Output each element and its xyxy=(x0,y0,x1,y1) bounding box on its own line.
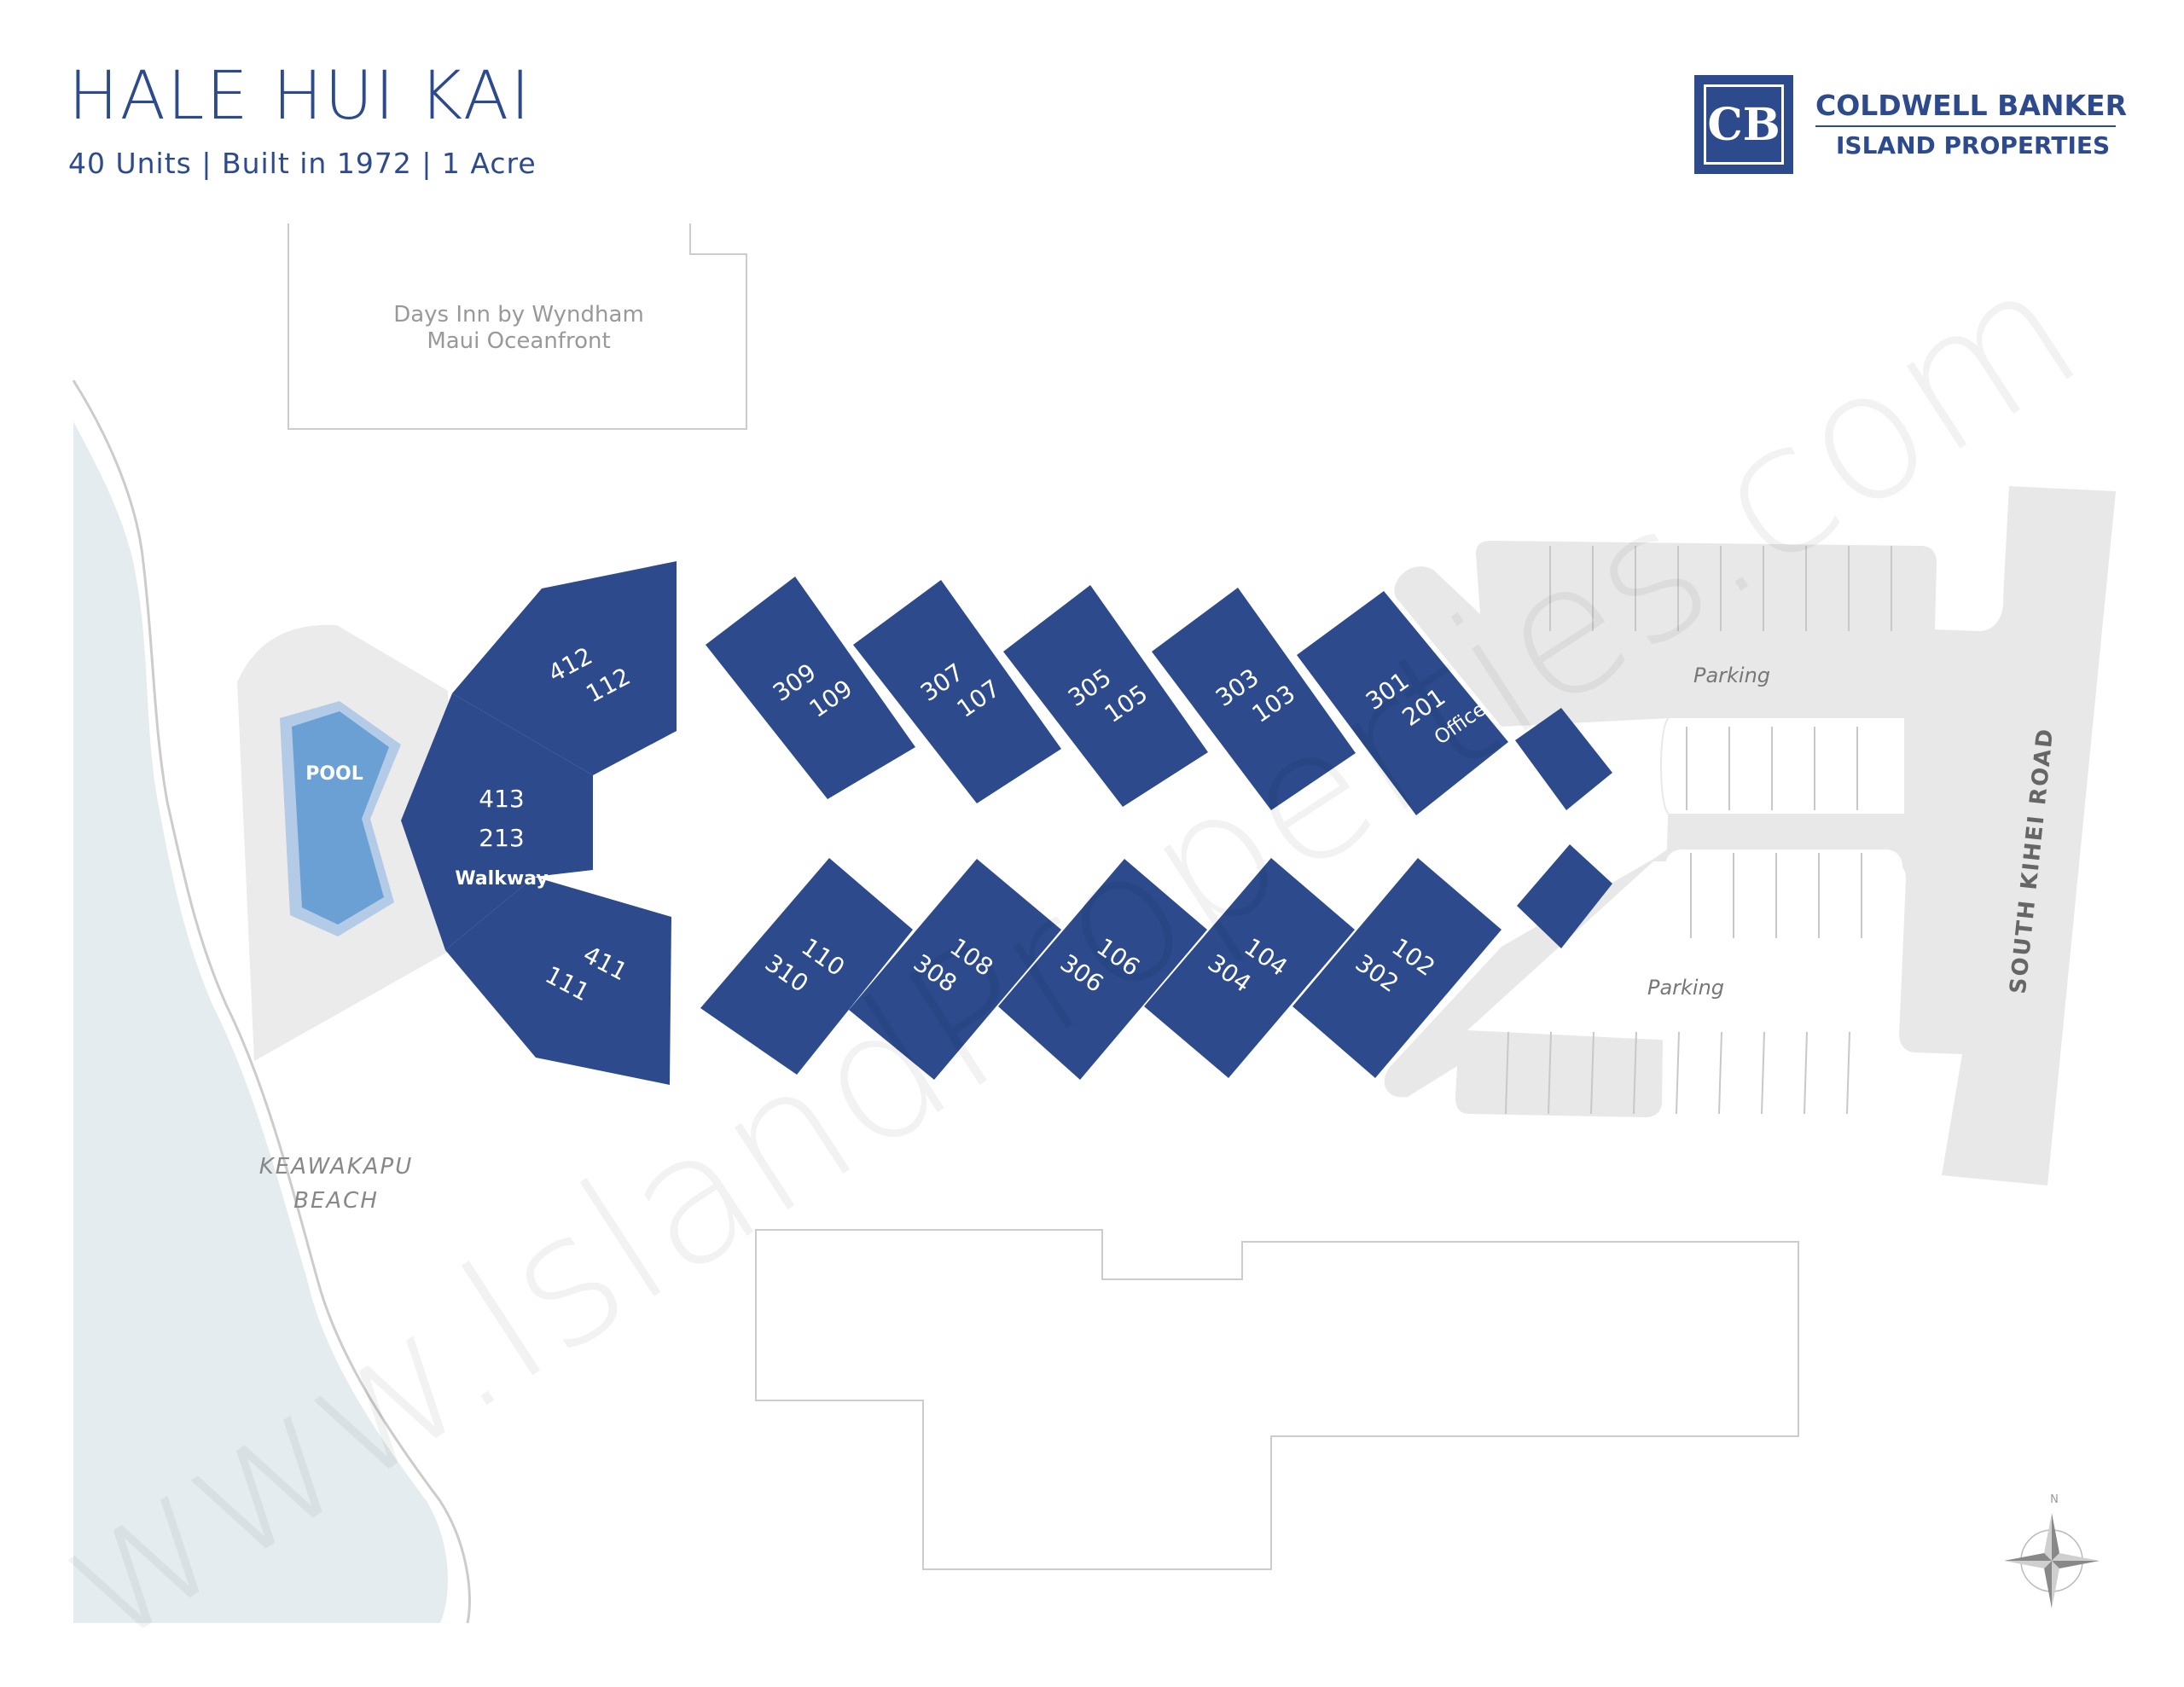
pool-label: POOL xyxy=(305,763,363,785)
building-106-306 xyxy=(998,859,1207,1080)
logo-mark: CB xyxy=(1704,84,1784,165)
parking-label-north: Parking xyxy=(1693,664,1770,687)
beach-label-line1: KEAWAKAPU xyxy=(259,1154,414,1180)
neighbor-building-north xyxy=(288,223,747,430)
building-309-109 xyxy=(706,577,915,799)
brand-name-line1: COLDWELL BANKER xyxy=(1815,89,2128,122)
compass-rose-icon: N xyxy=(2004,1493,2100,1609)
building-411-111 xyxy=(445,877,671,1085)
ocean xyxy=(73,421,449,1623)
pool xyxy=(292,711,389,925)
building-303-103 xyxy=(1152,588,1356,810)
page-subtitle: 40 Units | Built in 1972 | 1 Acre xyxy=(68,147,537,180)
building-413-213 xyxy=(401,693,593,950)
building-104-304 xyxy=(1144,858,1355,1078)
parking-lot-south xyxy=(1467,861,1916,1052)
building-307-107 xyxy=(853,580,1061,803)
building-305-105 xyxy=(1003,585,1208,807)
compass-north-label: N xyxy=(2050,1493,2059,1506)
brand-name-line2: ISLAND PROPERTIES xyxy=(1836,131,2111,159)
parking-label-south: Parking xyxy=(1647,976,1724,1000)
page-title: HALE HUI KAI xyxy=(68,58,532,135)
parking-strip-north xyxy=(1665,718,1904,814)
beach-label-line2: BEACH xyxy=(293,1188,379,1214)
neighbor-label-line1: Days Inn by Wyndham xyxy=(393,302,644,328)
shoreline xyxy=(72,380,471,1624)
brand-divider xyxy=(1815,125,2116,127)
building-110-310 xyxy=(700,858,913,1075)
building-108-308 xyxy=(849,859,1061,1080)
neighbor-label-line2: Maui Oceanfront xyxy=(427,328,610,354)
unit-213-label: 213 xyxy=(479,824,524,852)
walkway-label: Walkway xyxy=(455,868,548,890)
building-small-north xyxy=(1515,708,1612,810)
unit-413-label: 413 xyxy=(479,785,524,813)
parking-stalls-north xyxy=(1505,546,1892,1115)
building-small-south xyxy=(1517,844,1612,948)
building-412-112 xyxy=(452,561,677,775)
brand-logo-icon: CB xyxy=(1694,75,1793,174)
building-102-302 xyxy=(1292,858,1502,1078)
building-301-201-office xyxy=(1297,591,1508,815)
neighbor-building-south xyxy=(755,1229,1799,1570)
